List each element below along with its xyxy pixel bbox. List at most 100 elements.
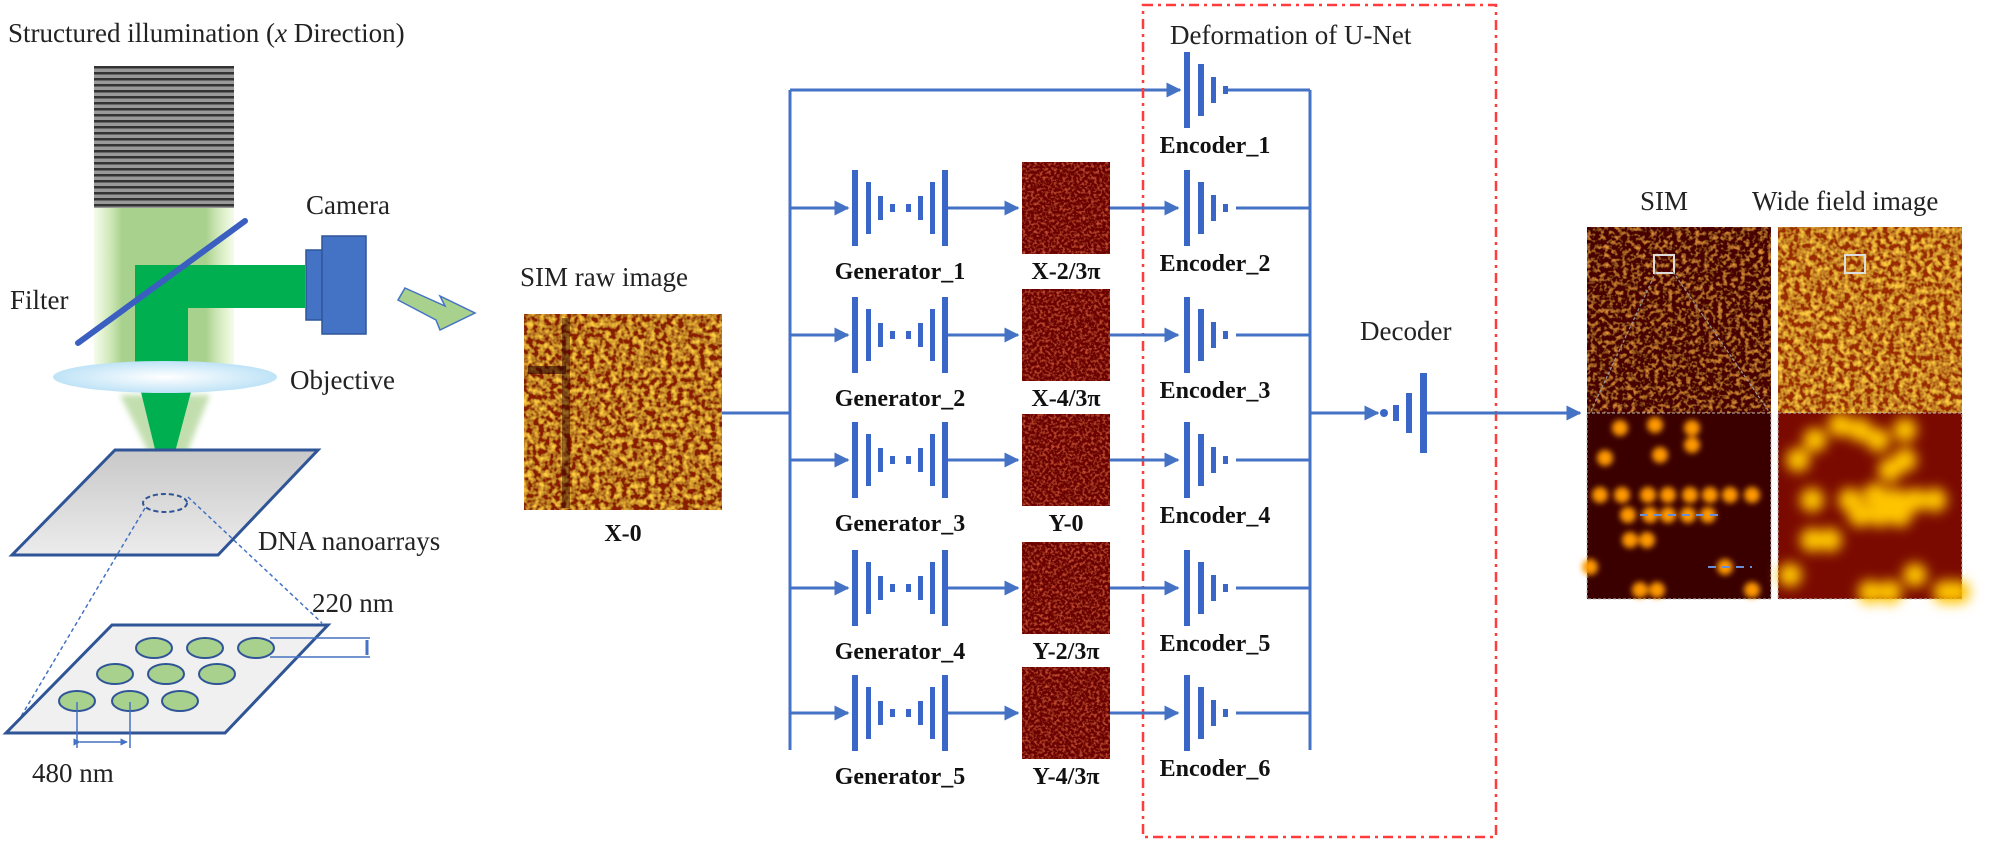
widefield-output-image (1778, 227, 1962, 413)
spot-size-dimension (270, 637, 370, 658)
nanoarray-spot (147, 663, 185, 685)
fluorescent-spot (1800, 528, 1824, 552)
fluorescent-spot (1620, 507, 1636, 523)
fluorescent-spot (1903, 488, 1927, 512)
fluorescent-spot (1923, 488, 1947, 512)
generator-network-icon (852, 297, 948, 373)
fluorescent-spot (1778, 563, 1802, 587)
nanoarray-spots (58, 637, 275, 712)
emission-beam (135, 265, 305, 378)
generator-row: Generator_2 X-4/3π (790, 289, 1110, 412)
nanoarray-spot (186, 637, 224, 659)
fluorescent-spot (1818, 528, 1842, 552)
fluorescent-spot (1640, 487, 1656, 503)
encoder-rows: Encoder_1Encoder_2Encoder_3Encoder_4Enco… (1110, 52, 1310, 782)
objective-label: Objective (290, 365, 395, 395)
fluorescent-spot (1858, 580, 1882, 604)
fluorescent-spot (1702, 487, 1718, 503)
encoder-row: Encoder_1 (1160, 52, 1310, 159)
nanoarray-spot (161, 690, 199, 712)
encoder-network-icon (1184, 675, 1228, 751)
fluorescent-spot (1800, 488, 1824, 512)
image-artifact (528, 366, 566, 374)
sim-roi-box (1653, 254, 1675, 274)
widefield-output-label: Wide field image (1752, 186, 1938, 216)
sim-zoom-image (1586, 412, 1772, 600)
encoder-network-icon (1184, 422, 1228, 498)
fluorescent-spot (1597, 450, 1613, 466)
fluorescent-spot (1848, 503, 1872, 527)
unet-border (1141, 3, 1498, 839)
spot-size-label: 220 nm (312, 588, 394, 618)
fluorescent-spot (1582, 559, 1598, 575)
unet-title: Deformation of U-Net (1170, 20, 1412, 50)
generated-image (1022, 162, 1110, 254)
filter-label: Filter (10, 285, 69, 315)
encoder-network-icon (1184, 297, 1228, 373)
fluorescent-spot (1614, 487, 1630, 503)
generator-row: Generator_4 Y-2/3π (790, 542, 1110, 665)
encoder-row: Encoder_4 (1110, 422, 1310, 529)
fluorescent-spot (1612, 420, 1628, 436)
encoder-row: Encoder_2 (1110, 170, 1310, 277)
encoder-network-icon (1184, 170, 1228, 246)
encoder-row: Encoder_3 (1110, 297, 1310, 404)
generated-image (1022, 289, 1110, 381)
fluorescent-spot (1868, 503, 1892, 527)
image-artifact (562, 318, 570, 508)
fluorescent-spot (1592, 487, 1608, 503)
generator-network-icon (852, 550, 948, 626)
encoder-label: Encoder_3 (1160, 378, 1271, 404)
fluorescent-spot (1652, 447, 1668, 463)
roi-line (1589, 271, 1657, 414)
generator-network-icon (852, 170, 948, 246)
sim-raw-input: SIM raw image X-0 (520, 262, 722, 547)
fluorescent-spot (1848, 418, 1872, 442)
nanoarray-spot (237, 637, 275, 659)
encoder-label: Encoder_6 (1160, 756, 1271, 782)
fluorescent-spot (1786, 448, 1810, 472)
pitch-dimension (73, 702, 131, 748)
encoder-row: Encoder_5 (1110, 550, 1310, 657)
output-images: SIM Wide field image (1582, 186, 1970, 604)
fluorescent-spot (1684, 420, 1700, 436)
camera-label: Camera (306, 190, 390, 220)
roi-line (1672, 271, 1771, 414)
sim-output-image (1587, 227, 1771, 413)
fluorescent-spot (1632, 582, 1648, 598)
encoder-label: Encoder_5 (1160, 631, 1271, 657)
structured-grating-icon (94, 66, 234, 208)
fluorescent-spot (1888, 503, 1912, 527)
fluorescent-spot (1649, 582, 1665, 598)
generator-label: Generator_4 (835, 639, 966, 665)
generator-label: Generator_5 (835, 764, 966, 790)
nanoarray-spot (135, 637, 173, 659)
fluorescent-spot (1866, 428, 1890, 452)
nanoarray-spot (198, 663, 236, 685)
fluorescent-spot (1903, 563, 1927, 587)
input-bus (722, 82, 1182, 750)
widefield-roi-box (1844, 254, 1866, 274)
encoder-row: Encoder_6 (1110, 675, 1310, 782)
generator-label: Generator_2 (835, 386, 966, 412)
generated-image-caption: X-4/3π (1031, 386, 1100, 412)
generated-image-caption: Y-0 (1048, 511, 1083, 537)
fluorescent-spot (1893, 418, 1917, 442)
fluorescent-spot (1744, 582, 1760, 598)
focus-cone (140, 388, 192, 490)
flow-arrow-icon (396, 287, 477, 332)
sim-raw-image (524, 314, 722, 510)
fluorescent-spot (1700, 507, 1716, 523)
widefield-zoom-spots (1778, 413, 1970, 604)
sim-zoom-spots (1582, 417, 1760, 598)
generated-image (1022, 667, 1110, 759)
generated-image-caption: Y-2/3π (1033, 639, 1100, 665)
fluorescent-spot (1878, 580, 1902, 604)
pitch-label: 480 nm (32, 758, 114, 788)
camera-icon (305, 235, 367, 335)
fluorescent-spot (1878, 458, 1902, 482)
nanoarray-spot (96, 663, 134, 685)
